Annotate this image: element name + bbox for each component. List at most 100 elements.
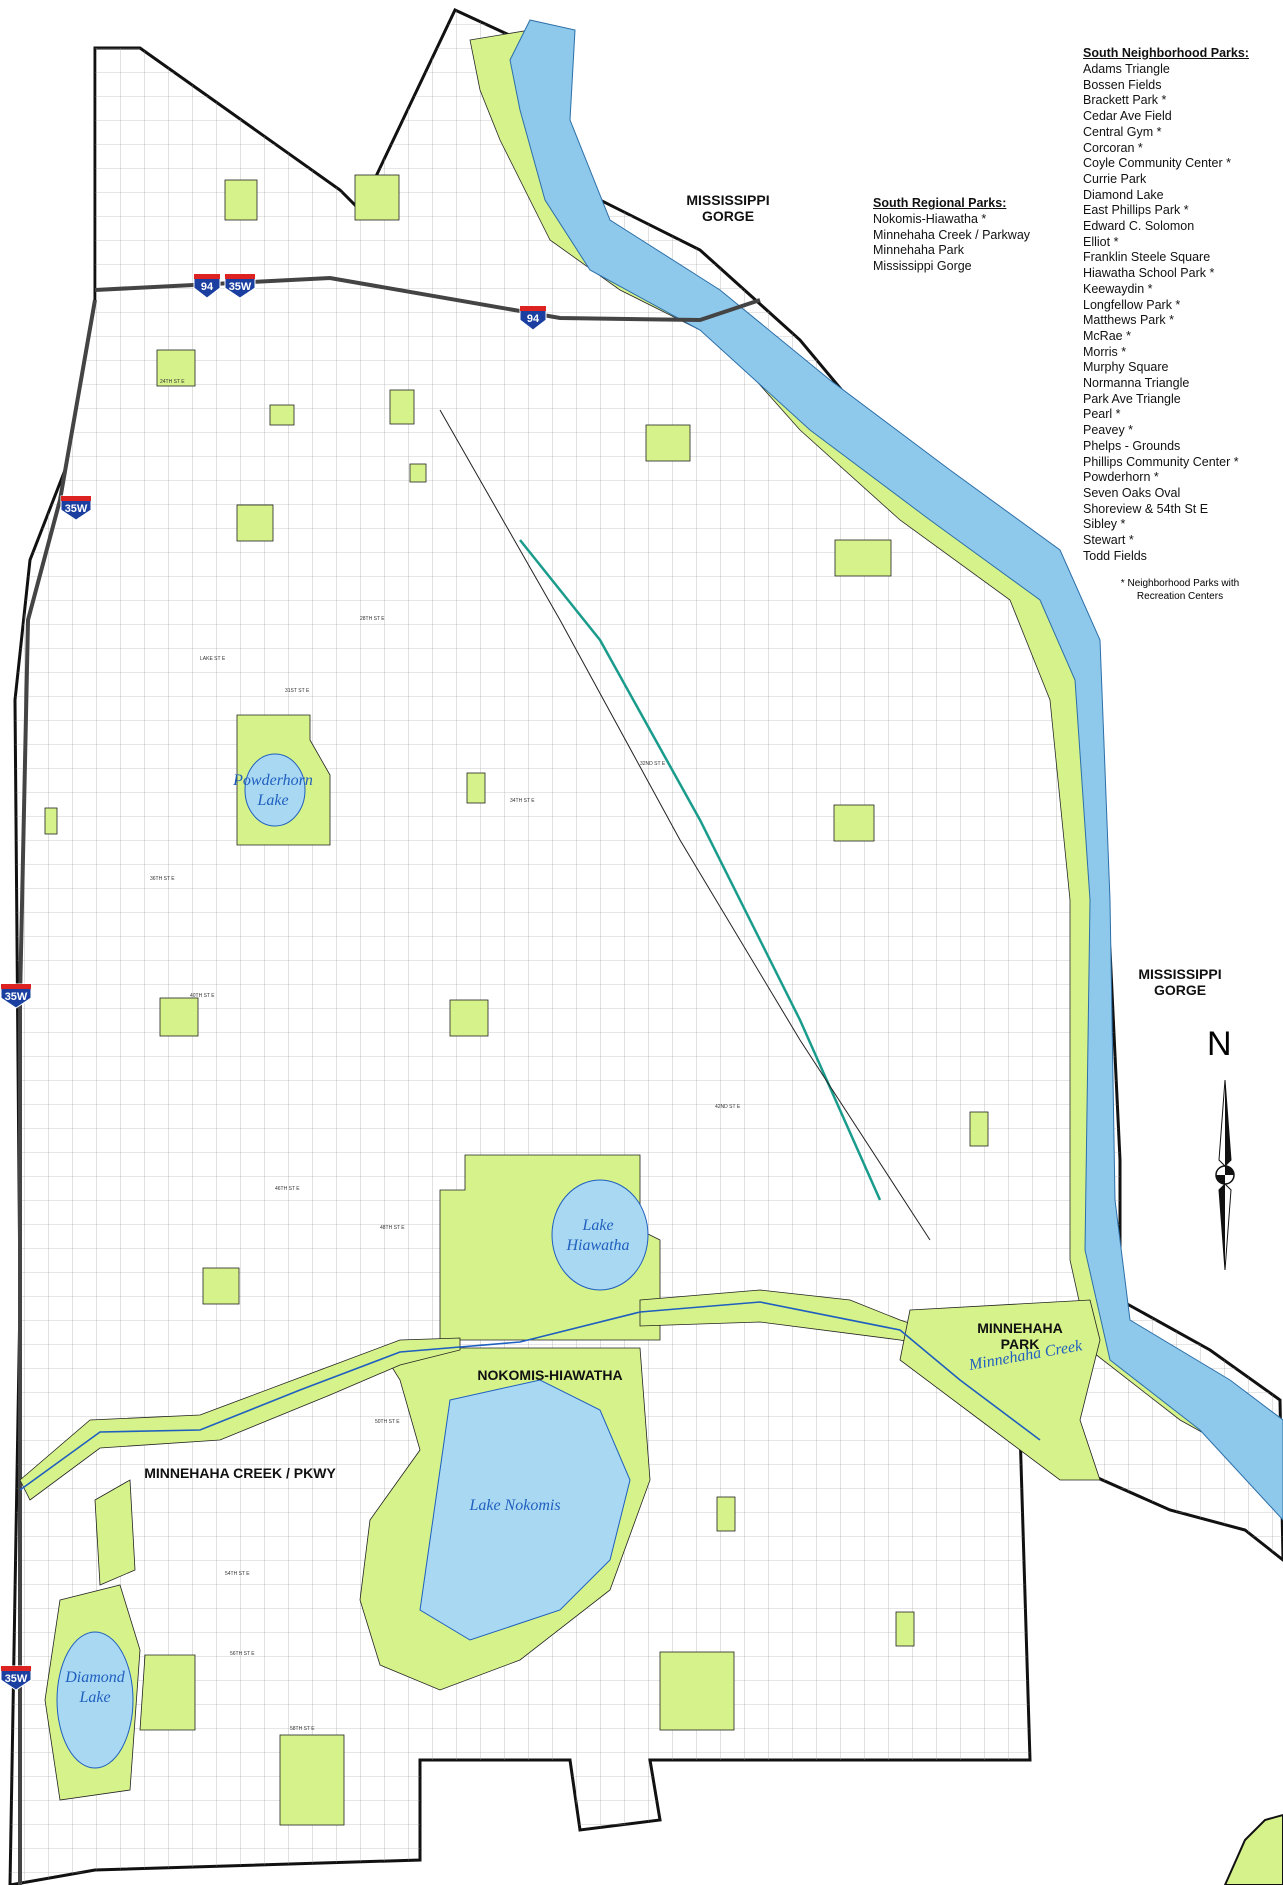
lake-hiawatha-label-2: Hiawatha — [565, 1237, 629, 1254]
list-item: Cedar Ave Field — [1083, 109, 1172, 124]
street-label: 24TH ST E — [160, 379, 185, 385]
list-item: Franklin Steele Square — [1083, 250, 1211, 265]
park-block — [224, 179, 258, 221]
park-block — [409, 463, 427, 483]
list-item: Shoreview & 54th St E — [1083, 501, 1209, 516]
park-block — [156, 349, 196, 387]
highway-label: 35W — [5, 1673, 28, 1685]
diamond-lake-north-park — [94, 1479, 136, 1586]
list-item: East Phillips Park * — [1083, 203, 1189, 218]
park-block — [279, 1734, 345, 1826]
highway-shield: 94 — [519, 305, 547, 331]
list-item: Central Gym * — [1083, 124, 1162, 139]
list-item: Currie Park — [1083, 171, 1147, 186]
interstate-35w — [18, 299, 97, 1885]
park-block — [159, 997, 199, 1037]
park-block — [716, 1496, 736, 1532]
minnehaha-creek — [19, 1301, 1041, 1491]
neighborhood-parks-title: South Neighborhood Parks: — [1083, 46, 1249, 60]
gorge-label-right: MISSISSIPPI — [1138, 966, 1221, 982]
park-block — [202, 1267, 240, 1305]
list-item: Minnehaha Park — [873, 243, 965, 258]
gorge-label-top: MISSISSIPPI — [686, 192, 769, 208]
footnote-line: * Neighborhood Parks with — [1120, 578, 1240, 589]
park-block — [139, 1654, 196, 1731]
list-item: Seven Oaks Oval — [1083, 485, 1181, 500]
list-item: Longfellow Park * — [1083, 297, 1181, 312]
list-item: Diamond Lake — [1083, 187, 1164, 202]
highway-shield: 35W — [0, 1665, 32, 1691]
street-label: 32ND ST E — [640, 761, 666, 767]
list-item: Murphy Square — [1083, 360, 1169, 375]
highway-shield: 35W — [60, 495, 92, 521]
street-label: 34TH ST E — [510, 798, 535, 804]
list-item: Sibley * — [1083, 517, 1126, 532]
list-item: Brackett Park * — [1083, 93, 1167, 108]
street-label: 48TH ST E — [380, 1225, 405, 1231]
park-block — [659, 1651, 735, 1731]
list-item: Pearl * — [1083, 407, 1121, 422]
list-item: Stewart * — [1083, 533, 1134, 548]
recreation-center-footnote: * Neighborhood Parks with Recreation Cen… — [1085, 577, 1275, 603]
list-item: Edward C. Solomon — [1083, 219, 1195, 234]
list-item: Matthews Park * — [1083, 313, 1175, 328]
park-block — [269, 404, 295, 426]
park-block — [833, 804, 875, 842]
park-block — [645, 424, 691, 462]
powderhorn-lake-label: Powderhorn — [232, 772, 313, 789]
north-arrow — [1215, 1079, 1235, 1271]
highway-shields: 94 35W 94 35W 35W 35W — [0, 273, 547, 1691]
lake-nokomis — [419, 1379, 631, 1641]
park-block — [449, 999, 489, 1037]
minnehaha-park-label: MINNEHAHA — [977, 1320, 1063, 1336]
list-item: McRae * — [1083, 328, 1131, 343]
street-labels: 24TH ST E 28TH ST E 31ST ST E 32ND ST E … — [150, 379, 741, 1732]
diamond-lake-label: Diamond — [64, 1669, 126, 1686]
powderhorn-lake-label-2: Lake — [256, 792, 288, 809]
highway-shield: 94 — [193, 273, 221, 299]
minnehaha-creek-parkway — [19, 1337, 461, 1501]
list-item: Minnehaha Creek / Parkway — [873, 227, 1031, 242]
north-label: N — [1207, 1025, 1232, 1063]
list-item: Nokomis-Hiawatha * — [873, 212, 987, 226]
list-item: Morris * — [1083, 344, 1127, 359]
list-item: Adams Triangle — [1083, 62, 1170, 76]
hiawatha-rail-line — [519, 539, 882, 1201]
highway-shield: 35W — [224, 273, 256, 299]
park-block — [354, 174, 400, 221]
gorge-label-top-2: GORGE — [702, 208, 754, 224]
list-item: Normanna Triangle — [1083, 376, 1190, 391]
street-label: 58TH ST E — [290, 1726, 315, 1732]
nokomis-hiawatha-label: NOKOMIS-HIAWATHA — [477, 1367, 622, 1383]
list-item: Coyle Community Center * — [1083, 156, 1231, 171]
street-label: 31ST ST E — [285, 688, 310, 694]
street-label: 46TH ST E — [275, 1186, 300, 1192]
highway-label: 35W — [5, 991, 28, 1003]
street-label: 56TH ST E — [230, 1651, 255, 1657]
gorge-label-right-2: GORGE — [1154, 982, 1206, 998]
list-item: Corcoran * — [1083, 140, 1143, 155]
hiawatha-avenue — [439, 409, 931, 1241]
park-block — [466, 772, 486, 804]
footnote-line: Recreation Centers — [1136, 591, 1224, 602]
list-item: Todd Fields — [1083, 548, 1147, 563]
list-item: Keewaydin * — [1083, 281, 1153, 296]
list-item: Peavey * — [1083, 423, 1134, 438]
mississippi-river — [509, 19, 1283, 1521]
lake-hiawatha-label: Lake — [581, 1217, 613, 1234]
minnehaha-park-label-2: PARK — [1001, 1336, 1040, 1352]
lake-hiawatha — [551, 1179, 649, 1291]
highway-label: 94 — [527, 313, 540, 325]
list-item: Powderhorn * — [1083, 470, 1159, 485]
park-block — [969, 1111, 989, 1147]
south-neighborhood-parks-list: South Neighborhood Parks: Adams Triangle… — [1083, 46, 1283, 565]
highway-label: 94 — [201, 281, 214, 293]
diamond-lake — [56, 1631, 134, 1769]
list-item: Park Ave Triangle — [1083, 391, 1181, 406]
list-item: Elliot * — [1083, 234, 1119, 249]
street-label: 42ND ST E — [715, 1104, 741, 1110]
list-item: Phelps - Grounds — [1083, 438, 1181, 453]
list-item: Phillips Community Center * — [1083, 454, 1239, 469]
lake-nokomis-label: Lake Nokomis — [468, 1497, 560, 1514]
